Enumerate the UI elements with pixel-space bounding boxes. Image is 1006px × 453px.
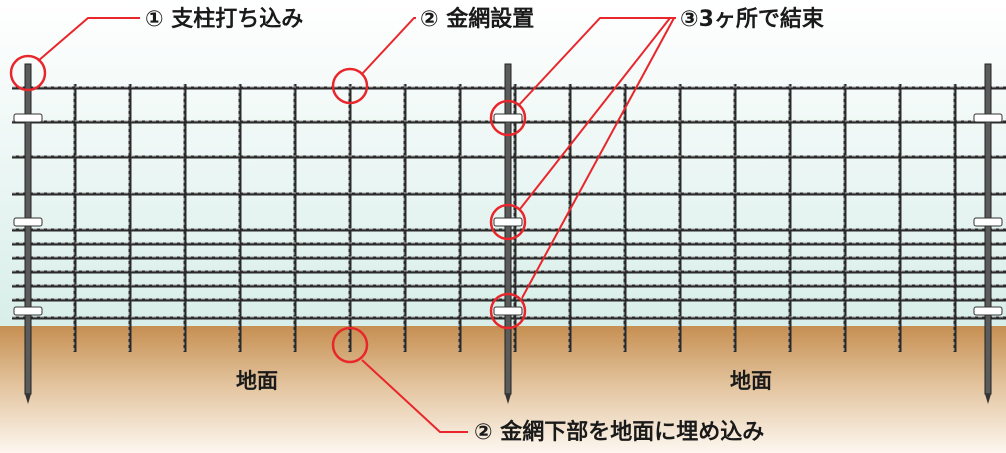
callout-step3-label: ③3ヶ所で結束 — [680, 7, 824, 32]
callout-line-step1 — [37, 17, 140, 62]
binding-clip — [493, 113, 523, 123]
ground-label-left: 地面 — [236, 369, 278, 393]
binding-clip — [13, 217, 43, 227]
callout-line-step2 — [361, 17, 416, 75]
callout-step2-label: ② 金網設置 — [420, 7, 535, 32]
callout-step2b-label: ② 金網下部を地面に埋め込み — [474, 420, 765, 445]
callout-circle-mesh-top — [331, 67, 369, 105]
binding-clip — [973, 113, 1003, 123]
post-tip — [25, 394, 31, 404]
post-tip — [985, 394, 991, 404]
binding-clip — [13, 113, 43, 123]
sky-background — [0, 0, 1006, 330]
binding-clip — [13, 306, 43, 316]
callout-circle-post-top — [9, 54, 47, 92]
soil-background — [0, 326, 1006, 453]
binding-clip — [973, 217, 1003, 227]
callout-circle-clip-top — [489, 99, 527, 137]
support-posts — [24, 63, 992, 404]
callout-line-step3-mid — [519, 17, 671, 210]
post-tip — [505, 394, 511, 404]
binding-clips — [13, 113, 1003, 316]
callout-circle-clip-mid — [489, 203, 527, 241]
binding-clip — [493, 306, 523, 316]
callout-lines — [9, 17, 676, 433]
callout-line-step3-bottom — [521, 17, 675, 299]
callout-circle-clip-bottom — [489, 292, 527, 330]
binding-clip — [493, 217, 523, 227]
callout-line-step2b — [361, 359, 468, 433]
callout-line-step3 — [517, 17, 676, 107]
callout-circle-mesh-buried — [331, 326, 369, 364]
ground-label-right: 地面 — [730, 369, 772, 393]
mesh-vertical-wires — [73, 84, 957, 352]
binding-clip — [973, 306, 1003, 316]
callout-step1-label: ① 支柱打ち込み — [145, 7, 304, 32]
